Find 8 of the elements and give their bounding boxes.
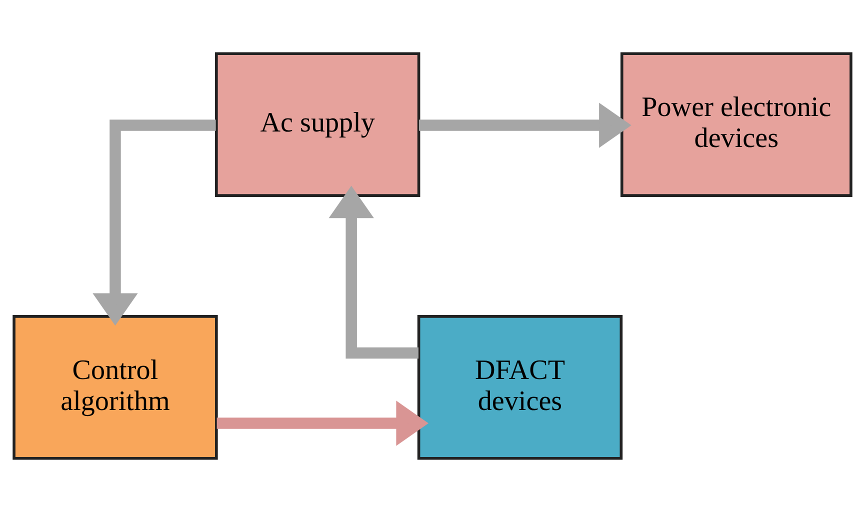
node-box: DFACT devices [417, 315, 623, 460]
arrow [419, 102, 632, 148]
node-box: Control algorithm [12, 315, 218, 460]
node-box: Power electronic devices [620, 52, 852, 197]
arrow [92, 120, 216, 326]
arrow [216, 400, 428, 446]
arrow [328, 186, 418, 359]
node-box: Ac supply [215, 52, 420, 197]
